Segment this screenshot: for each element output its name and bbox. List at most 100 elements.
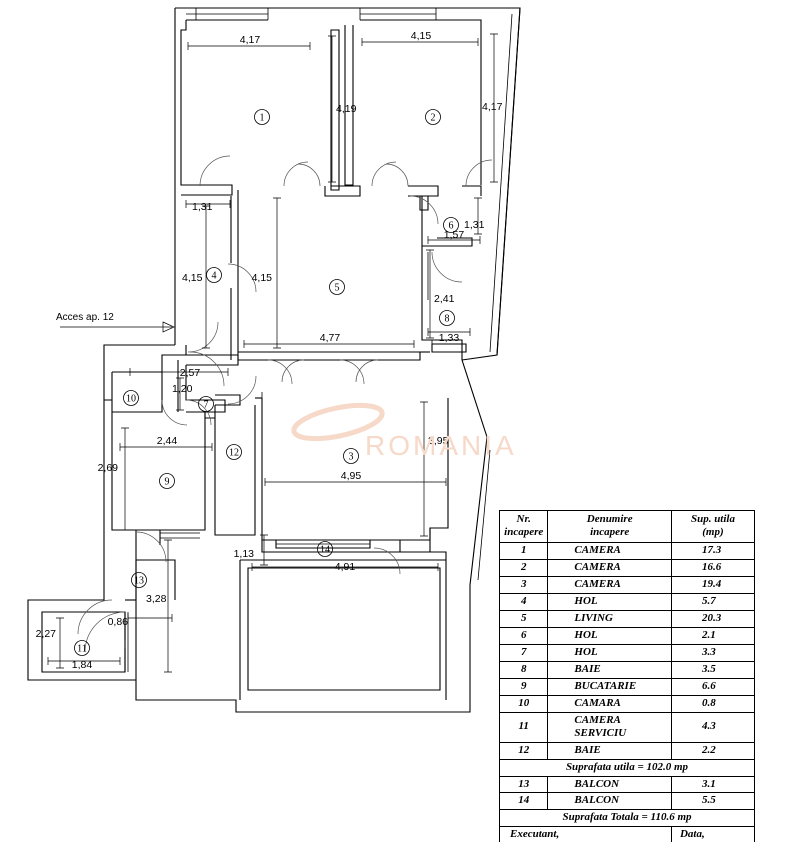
- row-nr: 8: [498, 660, 549, 679]
- room-number-14: 14: [320, 545, 330, 556]
- subtotal-label: Suprafata utila = 102.0 mp: [499, 758, 755, 777]
- door-swings: [77, 155, 493, 653]
- dimension-4-91-balcon14: 4,91: [335, 561, 356, 573]
- row-area: 17.3: [670, 541, 756, 560]
- dimension-2-27-room11: 2,27: [36, 628, 57, 640]
- dimension-4-17-room2: 4,17: [482, 101, 503, 113]
- row-area: 16.6: [670, 558, 756, 577]
- room-marker-4: [206, 267, 222, 283]
- row-area: 3.5: [670, 660, 756, 679]
- table-row: 5 LIVING 20.3: [498, 609, 756, 628]
- row-nr: 10: [498, 694, 549, 713]
- row-name: CAMERA SERVICIU: [547, 711, 672, 743]
- dimension-4-17-room1: 4,17: [240, 34, 261, 46]
- row-name: CAMERA: [547, 575, 672, 594]
- header-name: Denumire incapere: [547, 510, 672, 543]
- room-marker-6: [443, 217, 459, 233]
- row-name: BAIE: [547, 741, 672, 760]
- row-nr: 12: [498, 741, 549, 760]
- row-name: HOL: [547, 643, 672, 662]
- watermark-swoosh: [291, 398, 385, 442]
- row-name: BALCON: [547, 775, 672, 794]
- row-nr: 11: [498, 711, 549, 743]
- room-marker-10: [123, 390, 139, 406]
- table-row: 7 HOL 3.3: [498, 643, 756, 662]
- header-nr-line2: incapere: [504, 525, 544, 538]
- total-row: Suprafata Totala = 110.6 mp: [499, 809, 755, 828]
- table-row: 4 HOL 5.7: [498, 592, 756, 611]
- dimension-4-19-room1: 4,19: [336, 103, 357, 115]
- header-name-line2: incapere: [590, 525, 630, 538]
- room-number-13: 13: [134, 576, 144, 587]
- signature-data: Data,: [670, 826, 756, 842]
- room-marker-5: [329, 279, 345, 295]
- row-nr: 2: [498, 558, 549, 577]
- row-area: 19.4: [670, 575, 756, 594]
- access-arrow: [60, 321, 175, 333]
- room-marker-2: [425, 109, 441, 125]
- row-nr: 1: [498, 541, 549, 560]
- room-marker-9: [159, 473, 175, 489]
- row-area: 20.3: [670, 609, 756, 628]
- header-area: Sup. utila (mp): [670, 510, 756, 543]
- dimension-4-15-room2: 4,15: [411, 30, 432, 42]
- schedule-header: Nr. incapere Denumire incapere Sup. util…: [498, 510, 756, 543]
- row-nr: 13: [498, 775, 549, 794]
- room-marker-3: [343, 448, 359, 464]
- row-name: HOL: [547, 592, 672, 611]
- row-name: CAMERA: [547, 558, 672, 577]
- room-marker-13: [131, 572, 147, 588]
- dimension-4-15-living: 4,15: [252, 272, 273, 284]
- row-nr: 5: [498, 609, 549, 628]
- room-number-6: 6: [449, 221, 454, 232]
- room-number-7: 7: [204, 400, 209, 411]
- table-row: 11 CAMERA SERVICIU 4.3: [498, 711, 756, 743]
- signature-row: Executant, Data,: [499, 826, 756, 842]
- row-area: 4.3: [670, 711, 756, 743]
- dimension-2-69-bucatarie: 2,69: [98, 462, 119, 474]
- room-number-2: 2: [431, 113, 436, 124]
- row-name: BALCON: [547, 792, 672, 811]
- row-area: 3.1: [670, 775, 756, 794]
- room-marker-1: [254, 109, 270, 125]
- room-marker-7: [198, 396, 214, 412]
- row-area: 5.7: [670, 592, 756, 611]
- row-area: 3.3: [670, 643, 756, 662]
- row-nr: 7: [498, 643, 549, 662]
- row-area: 6.6: [670, 677, 756, 696]
- dimension-1-33-baie8: 1,33: [439, 332, 460, 344]
- dimension-1-13-balcon14: 1,13: [234, 548, 255, 560]
- room-marker-8: [439, 310, 455, 326]
- row-name: BUCATARIE: [547, 677, 672, 696]
- room-number-9: 9: [165, 477, 170, 488]
- dimension-1-20-hol7: 1,20: [172, 383, 193, 395]
- dimension-1-57-hol6: 1,57: [444, 229, 465, 241]
- row-name: HOL: [547, 626, 672, 645]
- room-number-10: 10: [126, 394, 136, 405]
- interior-walls: [41, 8, 482, 700]
- row-area: 5.5: [670, 792, 756, 811]
- dimension-1-31-hol6: 1,31: [464, 219, 485, 231]
- row-area: 0.8: [670, 694, 756, 713]
- table-row: 10 CAMARA 0.8: [498, 694, 756, 713]
- dimension-1-84-room11: 1,84: [72, 659, 93, 671]
- row-name: CAMERA: [547, 541, 672, 560]
- room-number-4: 4: [212, 271, 217, 282]
- dimension-2-57-hol7: 2,57: [180, 367, 201, 379]
- dimension-4-95-room3: 4,95: [341, 470, 362, 482]
- dimension-1-31-hol4: 1,31: [192, 201, 213, 213]
- room-number-8: 8: [445, 314, 450, 325]
- row-name: BAIE: [547, 660, 672, 679]
- row-name: CAMARA: [547, 694, 672, 713]
- table-row: 6 HOL 2.1: [498, 626, 756, 645]
- room-schedule-table: Nr. incapere Denumire incapere Sup. util…: [498, 510, 756, 842]
- room-number-3: 3: [349, 452, 354, 463]
- table-row: 1 CAMERA 17.3: [498, 541, 756, 560]
- dimension-3-95-room3: 3,95: [428, 435, 449, 447]
- dimension-4-15-hol4: 4,15: [182, 272, 203, 284]
- schedule-body: 1 CAMERA 17.3 2 CAMERA 16.6 3 CAMERA 19.…: [498, 541, 756, 842]
- header-area-line1: Sup. utila: [690, 513, 735, 525]
- header-area-line2: (mp): [702, 525, 724, 538]
